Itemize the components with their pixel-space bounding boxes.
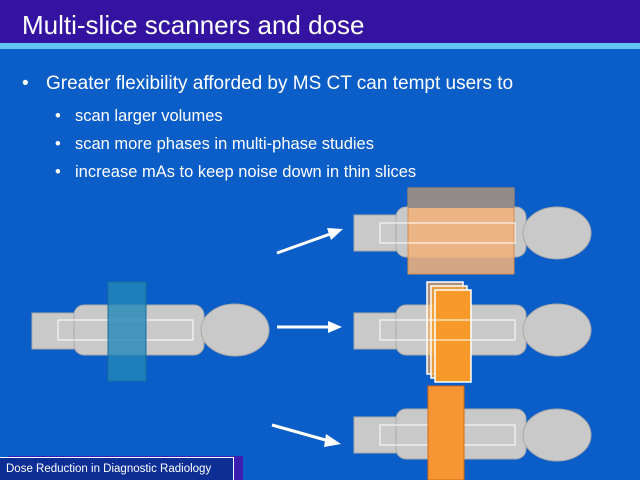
patient-head-icon [200, 303, 270, 357]
footer-text: Dose Reduction in Diagnostic Radiology [6, 463, 212, 475]
arrow-to-more-phases [277, 321, 342, 333]
patient-original [31, 281, 270, 382]
larger-volume-band-top [408, 188, 514, 208]
sub-bullet-text: scan more phases in multi-phase studies [75, 135, 374, 153]
phase-band-3 [434, 289, 472, 383]
sub-bullet-text: increase mAs to keep noise down in thin … [75, 163, 417, 181]
arrow-to-higher-mas [271, 423, 341, 447]
footer-box: Dose Reduction in Diagnostic Radiology [0, 457, 234, 480]
patient-table-icon [353, 312, 403, 350]
arrow-to-larger-volume [276, 228, 343, 255]
patient-table-icon [353, 416, 403, 454]
original-slice-band [107, 281, 147, 382]
bullet-glyph: • [22, 73, 29, 94]
bullet-glyph: • [55, 107, 61, 125]
patient-more-phases [353, 281, 592, 383]
title-accent-line [0, 43, 640, 49]
patient-higher-mas [353, 385, 592, 480]
bullet-glyph: • [55, 163, 61, 181]
patient-table-icon [353, 214, 403, 252]
slide-title: Multi-slice scanners and dose [22, 10, 365, 40]
higher-mas-band [427, 385, 465, 480]
sub-bullet-text: scan larger volumes [75, 107, 223, 125]
patient-inner-outline [379, 222, 516, 244]
title-bar [0, 0, 640, 49]
patient-head-icon [522, 206, 592, 260]
patient-inner-outline [379, 319, 516, 341]
bullet-main-text: Greater flexibility afforded by MS CT ca… [46, 73, 514, 94]
bullet-glyph: • [55, 135, 61, 153]
patient-larger-volume [353, 187, 592, 275]
patient-head-icon [522, 303, 592, 357]
patient-table-icon [31, 312, 81, 350]
patient-head-icon [522, 408, 592, 462]
